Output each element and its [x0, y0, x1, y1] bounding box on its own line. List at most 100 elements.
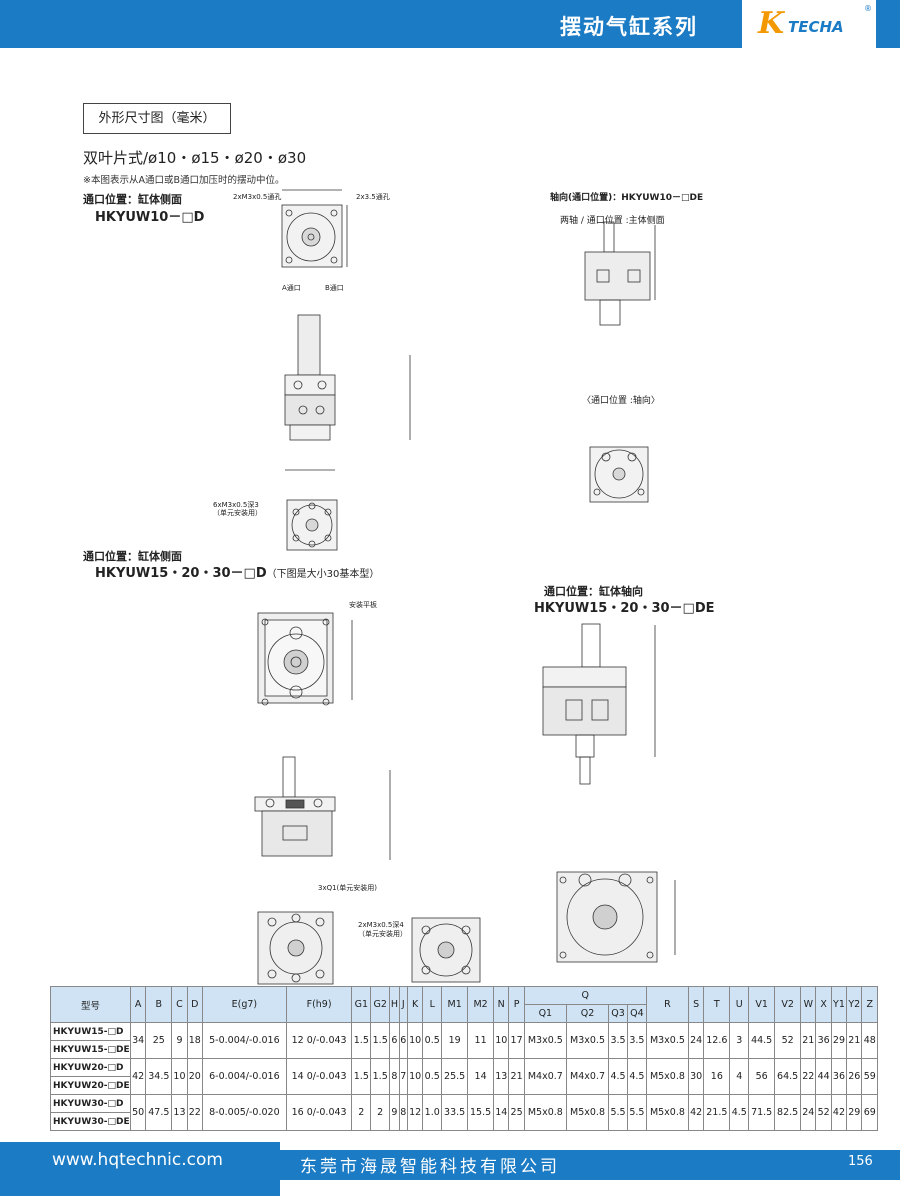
- callout-a-port-1: A通口: [282, 284, 301, 292]
- th-q3: Q3: [608, 1004, 628, 1023]
- table-cell: 47.5: [145, 1094, 173, 1131]
- drawing-hkyuw-mount: [411, 917, 481, 983]
- table-cell: 16: [703, 1058, 731, 1095]
- table-cell: 1.0: [422, 1094, 443, 1131]
- table-cell: 21: [800, 1022, 817, 1059]
- th-d: D: [186, 986, 203, 1023]
- th-q: Q: [523, 986, 647, 1005]
- table-cell: 22: [186, 1094, 203, 1131]
- table-cell: 15.5: [467, 1094, 495, 1131]
- table-cell: 64.5: [774, 1058, 802, 1095]
- table-cell: 2: [351, 1094, 372, 1131]
- table-subheader-row: Q1 Q2 Q3 Q4: [51, 1004, 878, 1023]
- table-cell: 20: [186, 1058, 203, 1095]
- callout-m3: 2xM3x0.5通孔: [233, 193, 282, 201]
- table-cell: 12 0/-0.043: [285, 1022, 353, 1059]
- table-cell: 82.5: [774, 1094, 802, 1131]
- table-cell: 5.5: [608, 1094, 628, 1131]
- callout-two-m3-deep-note: （单元安装用）: [358, 930, 407, 938]
- footer-url: www.hqtechnic.com: [52, 1150, 223, 1170]
- table-cell: 1.5: [351, 1058, 372, 1095]
- table-cell: 10: [406, 1058, 424, 1095]
- label-model-3: HKYUW15・20・30－□DE: [534, 601, 715, 616]
- table-cell: 12.6: [703, 1022, 731, 1059]
- model-cell: HKYUW15-□DE: [50, 1040, 131, 1059]
- table-cell: 16 0/-0.043: [285, 1094, 353, 1131]
- th-m1: M1: [441, 986, 469, 1023]
- table-cell: 1.5: [351, 1022, 372, 1059]
- th-s: S: [688, 986, 705, 1023]
- table-cell: 12: [406, 1094, 424, 1131]
- th-z: Z: [861, 986, 878, 1023]
- drawing-hkyuw-de-end: [556, 871, 676, 963]
- model-cell: HKYUW15-□D: [50, 1022, 131, 1041]
- model-cell: HKYUW30-□D: [50, 1094, 131, 1113]
- callout-through: 2x3.5通孔: [356, 193, 390, 201]
- table-cell: 14: [467, 1058, 495, 1095]
- table-cell: 14: [493, 1094, 510, 1131]
- table-cell: 50: [129, 1094, 147, 1131]
- table-cell: 25: [508, 1094, 525, 1131]
- table-cell: 6: [389, 1022, 400, 1059]
- table-cell: 9: [389, 1094, 400, 1131]
- table-cell: 10: [493, 1022, 510, 1059]
- th-h: H: [389, 986, 400, 1023]
- page-number: 156: [848, 1154, 873, 1169]
- th-p: P: [508, 986, 525, 1023]
- label-axial-1-sub2: 〈通口位置 :轴向〉: [582, 396, 660, 406]
- footer-company: 东莞市海晟智能科技有限公司: [300, 1157, 560, 1177]
- th-w: W: [800, 986, 817, 1023]
- table-cell: 30: [688, 1058, 705, 1095]
- table-cell: 26: [846, 1058, 863, 1095]
- drawing-hkyuw10-de-side: [584, 221, 656, 326]
- th-a: A: [129, 986, 147, 1023]
- table-cell: 69: [861, 1094, 878, 1131]
- table-cell: 19: [441, 1022, 469, 1059]
- table-cell: M5x0.8: [645, 1058, 690, 1095]
- label-port-side-1: 通口位置：缸体侧面: [83, 193, 182, 206]
- table-cell: 52: [815, 1094, 832, 1131]
- drawing-hkyuw-d-side: [254, 756, 391, 860]
- table-cell: 25: [145, 1022, 173, 1059]
- th-f: F(h9): [285, 986, 353, 1023]
- table-cell: 42: [129, 1058, 147, 1095]
- table-cell: 4.5: [626, 1058, 647, 1095]
- table-cell: 1.5: [370, 1022, 391, 1059]
- table-cell: M3x0.5: [645, 1022, 690, 1059]
- page-footer: www.hqtechnic.com 东莞市海晟智能科技有限公司 156: [0, 1142, 900, 1196]
- callout-three-q1: 3xQ1(单元安装用): [318, 884, 378, 892]
- label-axial-1: 轴向(通口位置)：HKYUW10－□DE: [550, 193, 704, 203]
- table-cell: 9: [171, 1022, 188, 1059]
- table-cell: 21: [846, 1022, 863, 1059]
- th-e: E(g7): [201, 986, 287, 1023]
- table-cell: 21: [508, 1058, 525, 1095]
- model-cell: HKYUW30-□DE: [50, 1112, 131, 1131]
- table-cell: 48: [861, 1022, 878, 1059]
- table-cell: 4: [729, 1058, 750, 1095]
- footer-bar: [280, 1150, 900, 1180]
- table-cell: 8-0.005/-0.020: [201, 1094, 287, 1131]
- table-cell: M5x0.8: [565, 1094, 610, 1131]
- table-cell: 36: [830, 1058, 848, 1095]
- th-g1: G1: [351, 986, 372, 1023]
- label-model-2: HKYUW15・20・30－□D（下图是大小30基本型）: [95, 566, 380, 581]
- label-port-side-2: 通口位置：缸体侧面: [83, 550, 182, 563]
- table-cell: 17: [508, 1022, 525, 1059]
- table-cell: 25.5: [441, 1058, 469, 1095]
- drawing-hkyuw10-de-end: [589, 446, 649, 503]
- table-cell: 24: [800, 1094, 817, 1131]
- th-v2: V2: [774, 986, 802, 1023]
- footer-url-block: [0, 1142, 280, 1196]
- table-cell: 29: [830, 1022, 848, 1059]
- th-q1: Q1: [523, 1004, 567, 1023]
- callout-mount-plate: 安装平板: [349, 601, 377, 609]
- callout-six-m3-note: （单元安装用）: [213, 509, 262, 517]
- brand-logo: K TECHA ®: [742, 0, 876, 48]
- table-cell: 56: [748, 1058, 776, 1095]
- th-k: K: [406, 986, 424, 1023]
- section-title: 外形尺寸图（毫米）: [83, 103, 231, 134]
- th-y1: Y1: [830, 986, 848, 1023]
- table-cell: 11: [467, 1022, 495, 1059]
